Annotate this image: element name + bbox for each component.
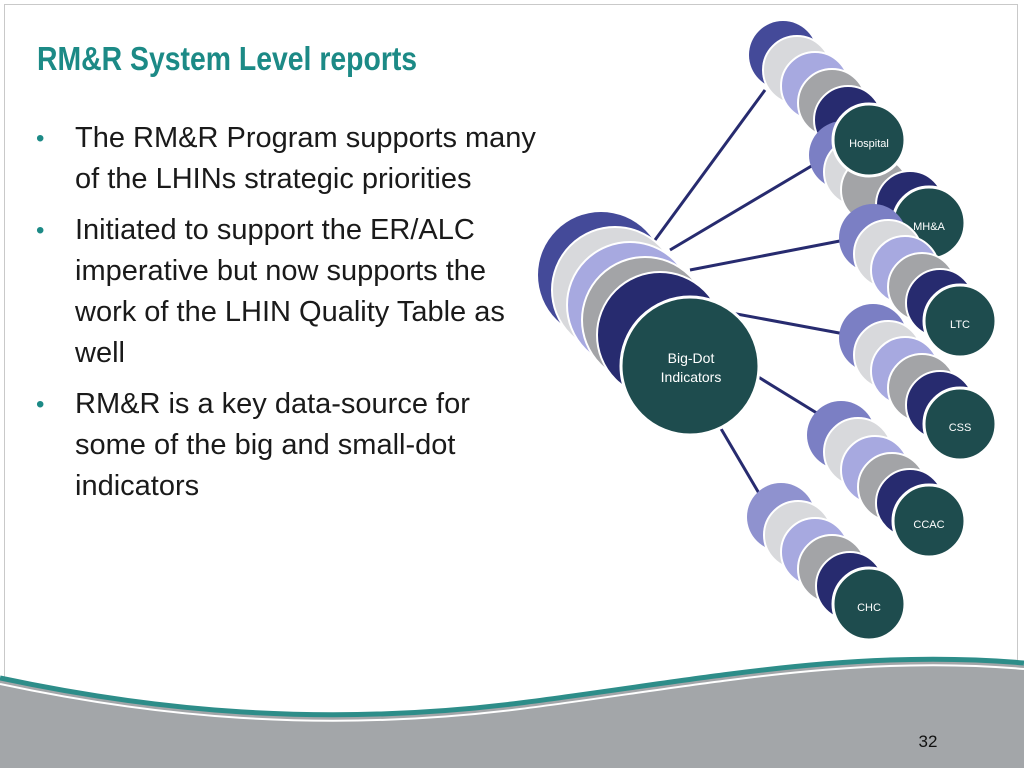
bullet-text: Initiated to support the ER/ALC imperati…	[75, 214, 505, 369]
hospital-stack: Hospital	[749, 21, 910, 225]
page-number: 32	[918, 732, 938, 751]
ltc-stack: LTC	[839, 204, 998, 359]
center-stack: Big-Dot Indicators	[538, 212, 761, 437]
chc-label: CHC	[857, 602, 881, 614]
css-node	[922, 386, 998, 462]
center-label-line2: Indicators	[661, 369, 722, 385]
bullet-icon: •	[36, 125, 45, 152]
bullet-icon: •	[36, 391, 45, 418]
slide-title: RM&R System Level reports	[37, 40, 418, 77]
css-stack: CSS	[839, 304, 998, 462]
bullet-icon: •	[36, 217, 45, 244]
bullet-item: • RM&R is a key data-source for some of …	[36, 384, 536, 507]
css-label: CSS	[949, 422, 972, 434]
bullet-item: • The RM&R Program supports many of the …	[36, 118, 536, 200]
bullet-text: The RM&R Program supports many of the LH…	[75, 122, 536, 195]
big-dot-node	[619, 295, 761, 437]
hospital-label: Hospital	[849, 138, 889, 150]
ccac-label: CCAC	[913, 519, 944, 531]
ltc-label: LTC	[950, 319, 970, 331]
ccac-node	[891, 483, 967, 559]
chc-node	[831, 566, 907, 642]
bullet-item: • Initiated to support the ER/ALC impera…	[36, 210, 536, 374]
bullet-list: • The RM&R Program supports many of the …	[36, 118, 536, 517]
chc-stack: CHC	[747, 483, 907, 642]
ltc-node	[922, 283, 998, 359]
bullet-text: RM&R is a key data-source for some of th…	[75, 388, 470, 502]
mha-label: MH&A	[913, 221, 945, 233]
center-label-line1: Big-Dot	[668, 350, 715, 366]
hospital-node	[831, 102, 907, 178]
ccac-stack: CCAC	[807, 401, 967, 559]
